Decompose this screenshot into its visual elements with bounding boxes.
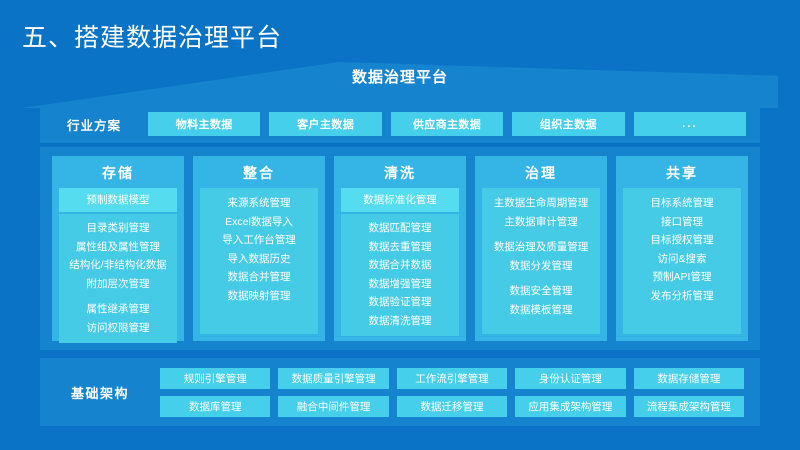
capability-item[interactable]: 数据映射管理	[227, 289, 291, 302]
capability-item[interactable]: 数据清洗管理	[368, 314, 432, 327]
capability-item[interactable]: 发布分析管理	[650, 289, 714, 302]
industry-chip[interactable]: 供应商主数据	[390, 112, 504, 136]
capability-item[interactable]: 主数据审计管理	[504, 215, 578, 228]
capability-item[interactable]: 数据增强管理	[368, 277, 432, 290]
capability-item[interactable]: 属性组及属性管理	[76, 240, 160, 253]
platform-title: 数据治理平台	[351, 69, 448, 86]
capability-item[interactable]: 来源系统管理	[227, 197, 291, 209]
infrastructure-chip[interactable]: 规则引擎管理	[160, 367, 271, 389]
capability-item-highlighted[interactable]: 预制数据模型	[59, 188, 177, 212]
infrastructure-panel: 基础架构 规则引擎管理数据质量引擎管理工作流引擎管理身份认证管理数据存储管理数据…	[40, 358, 760, 426]
infrastructure-chip[interactable]: 数据库管理	[160, 395, 271, 417]
capability-item[interactable]: 数据合并管理	[227, 271, 291, 283]
capability-item-list: 来源系统管理 Excel数据导入导入工作台管理导入数据历史数据合并管理数据映射管理	[200, 188, 318, 334]
capability-item[interactable]: 导入数据历史	[227, 252, 291, 265]
capability-item[interactable]: 数据模板管理	[509, 303, 573, 316]
capability-item-list: 数据匹配管理数据去重管理数据合并数据数据增强管理数据验证管理数据清洗管理	[341, 214, 459, 336]
infrastructure-chip[interactable]: 工作流引擎管理	[396, 367, 508, 389]
capability-item[interactable]: 数据验证管理	[368, 296, 432, 308]
infrastructure-chip[interactable]: 融合中间件管理	[278, 395, 389, 417]
capability-item[interactable]: 导入工作台管理	[222, 234, 296, 246]
capability-column-title: 治理	[525, 165, 557, 181]
capability-column: 治理主数据生命周期管理主数据审计管理数据治理及质量管理数据分发管理数据安全管理数…	[475, 156, 607, 341]
capability-columns-panel: 存储预制数据模型目录类别管理属性组及属性管理结构化/非结构化数据附加层次管理属性…	[40, 147, 760, 350]
capability-column: 共享目标系统管理接口管理目标授权管理访问&搜索预制API管理发布分析管理	[616, 156, 748, 341]
capability-item[interactable]: 目标授权管理	[650, 234, 714, 246]
capability-column-title: 整合	[243, 165, 275, 181]
infrastructure-chip[interactable]: 身份认证管理	[515, 367, 626, 389]
industry-chip[interactable]: ...	[633, 112, 747, 136]
capability-item[interactable]: 附加层次管理	[86, 277, 150, 290]
capability-item[interactable]: 数据分发管理	[509, 259, 573, 272]
capability-item-list: 主数据生命周期管理主数据审计管理数据治理及质量管理数据分发管理数据安全管理数据模…	[482, 188, 600, 334]
capability-item[interactable]: 结构化/非结构化数据	[69, 259, 167, 271]
industry-solution-bar: 行业方案 物料主数据客户主数据供应商主数据组织主数据...	[40, 105, 760, 143]
capability-item[interactable]: 目录类别管理	[86, 222, 150, 234]
infrastructure-row: 数据库管理融合中间件管理数据迁移管理应用集成架构管理流程集成架构管理	[160, 395, 745, 417]
capability-item[interactable]: Excel数据导入	[225, 215, 293, 228]
infrastructure-chip[interactable]: 数据质量引擎管理	[278, 367, 389, 389]
capability-column: 整合来源系统管理 Excel数据导入导入工作台管理导入数据历史数据合并管理数据映射…	[193, 156, 325, 341]
infrastructure-label: 基础架构	[70, 385, 129, 401]
capability-item[interactable]: 数据匹配管理	[368, 222, 432, 234]
industry-chip-list: 物料主数据客户主数据供应商主数据组织主数据...	[148, 112, 760, 136]
industry-chip[interactable]: 物料主数据	[148, 112, 261, 136]
capability-column: 清洗数据标准化管理数据匹配管理数据去重管理数据合并数据数据增强管理数据验证管理数…	[334, 156, 466, 341]
infrastructure-chip[interactable]: 数据存储管理	[633, 367, 745, 389]
capability-item[interactable]: 主数据生命周期管理	[493, 197, 589, 209]
infrastructure-grid: 规则引擎管理数据质量引擎管理工作流引擎管理身份认证管理数据存储管理数据库管理融合…	[160, 367, 760, 417]
industry-solution-label: 行业方案	[66, 118, 121, 133]
capability-item[interactable]: 访问&搜索	[657, 252, 707, 265]
industry-chip[interactable]: 组织主数据	[512, 112, 625, 136]
industry-chip[interactable]: 客户主数据	[269, 112, 382, 136]
capability-item[interactable]: 预制API管理	[652, 271, 712, 283]
capability-item[interactable]: 数据合并数据	[368, 259, 432, 271]
infrastructure-chip[interactable]: 应用集成架构管理	[515, 395, 626, 417]
infrastructure-chip[interactable]: 流程集成架构管理	[633, 395, 745, 417]
infrastructure-chip[interactable]: 数据迁移管理	[396, 395, 508, 417]
capability-column: 存储预制数据模型目录类别管理属性组及属性管理结构化/非结构化数据附加层次管理属性…	[52, 156, 184, 343]
capability-column-title: 存储	[102, 165, 134, 181]
capability-item[interactable]: 数据治理及质量管理	[493, 241, 589, 253]
page-title: 五、搭建数据治理平台	[22, 24, 283, 52]
capability-item[interactable]: 属性继承管理	[86, 303, 150, 315]
capability-item-list: 目标系统管理接口管理目标授权管理访问&搜索预制API管理发布分析管理	[623, 188, 741, 334]
capability-item-highlighted[interactable]: 数据标准化管理	[341, 188, 459, 212]
capability-column-title: 共享	[666, 165, 698, 181]
capability-item[interactable]: 接口管理	[661, 215, 703, 228]
capability-column-title: 清洗	[384, 165, 416, 181]
capability-item-list: 目录类别管理属性组及属性管理结构化/非结构化数据附加层次管理属性继承管理访问权限…	[59, 214, 177, 343]
capability-item[interactable]: 数据安全管理	[509, 285, 573, 297]
capability-item[interactable]: 访问权限管理	[86, 321, 150, 334]
infrastructure-row: 规则引擎管理数据质量引擎管理工作流引擎管理身份认证管理数据存储管理	[160, 367, 745, 389]
capability-item[interactable]: 目标系统管理	[650, 197, 714, 209]
capability-item[interactable]: 数据去重管理	[368, 240, 432, 253]
